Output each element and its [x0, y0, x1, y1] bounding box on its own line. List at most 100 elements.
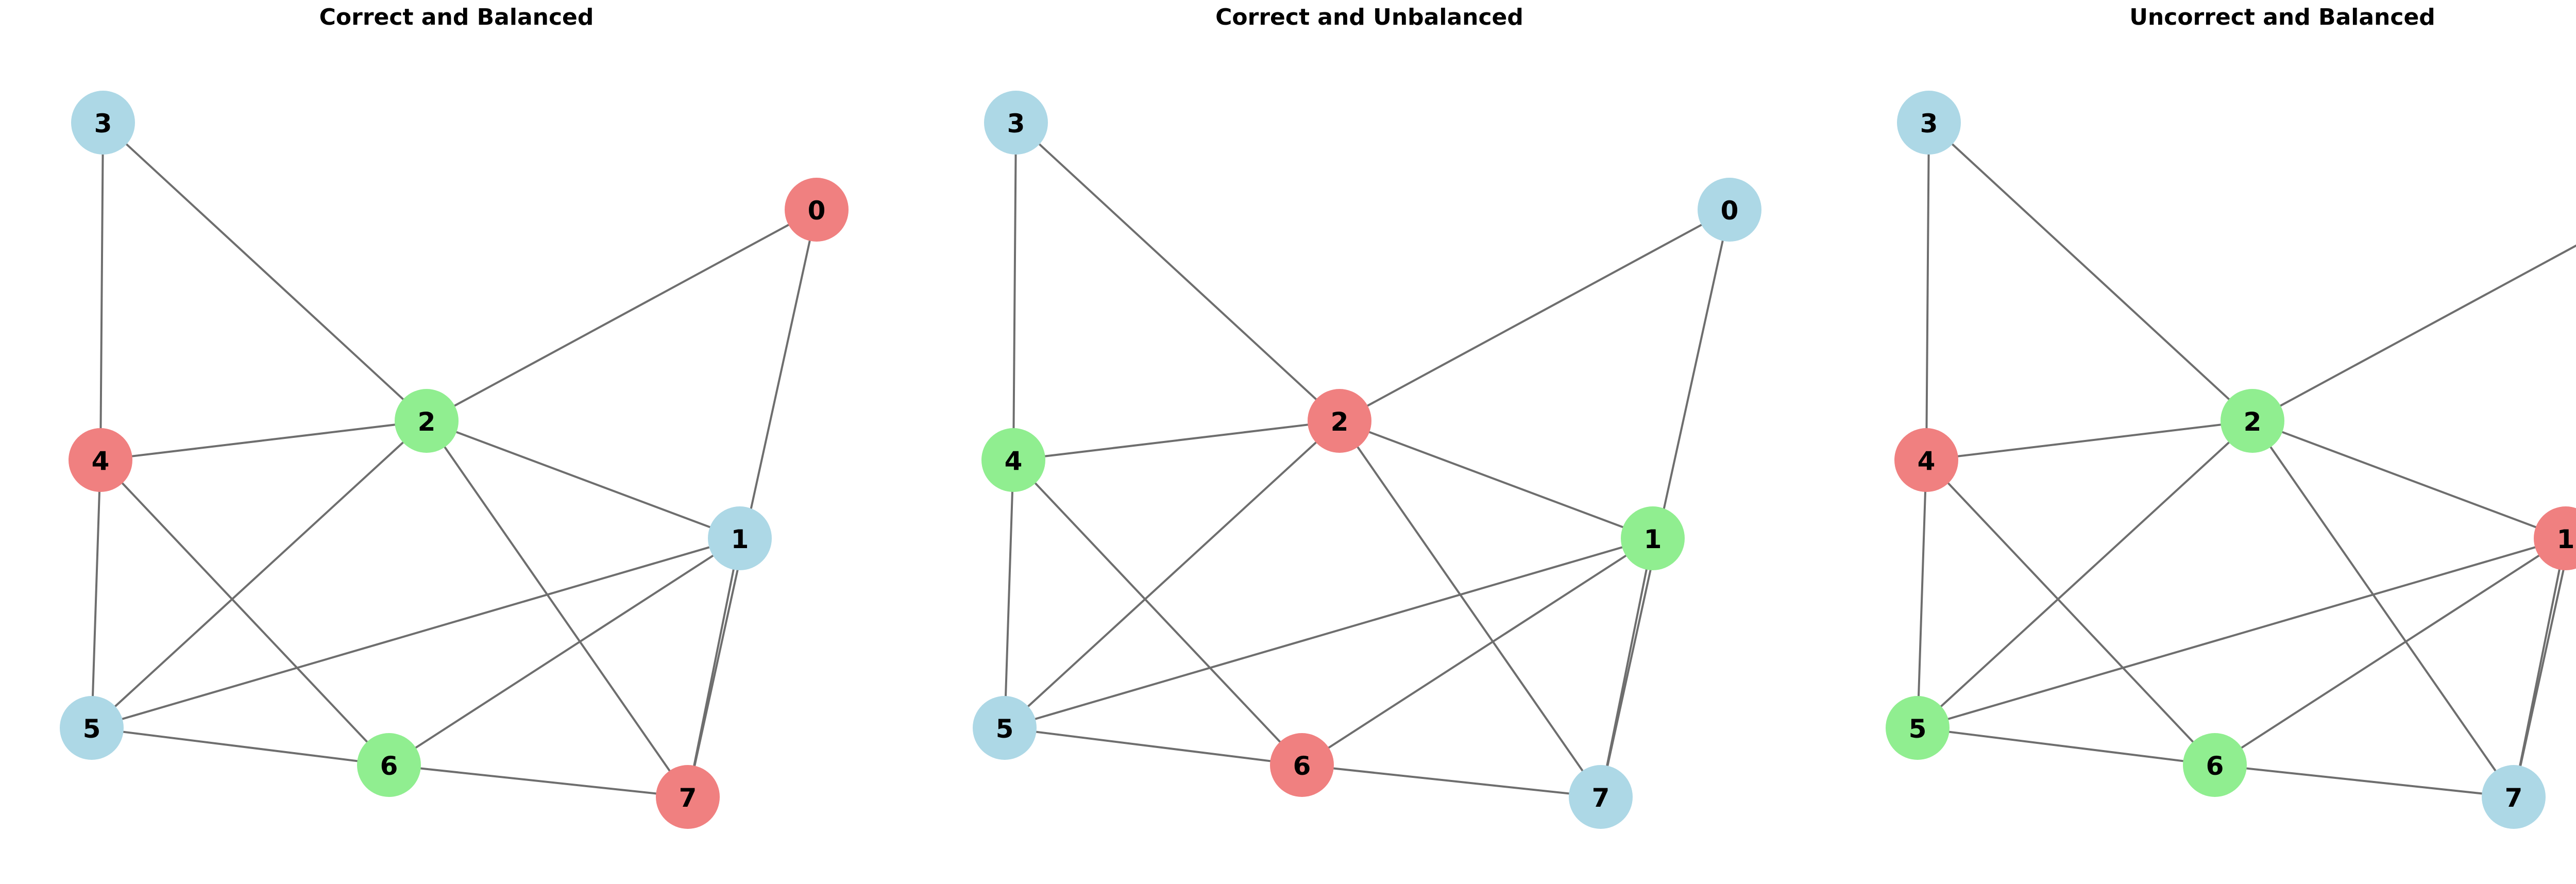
graph-edge — [1301, 764, 1602, 798]
graph-edge — [2251, 420, 2515, 798]
graph-node[interactable]: 6 — [357, 733, 421, 797]
edge-layer — [1004, 122, 1731, 798]
graph-node[interactable]: 5 — [1886, 696, 1950, 760]
graph-node[interactable]: 3 — [71, 91, 135, 155]
graph-edge — [687, 537, 741, 798]
panel-title: Correct and Unbalanced — [1215, 4, 1523, 30]
graph-edge — [1012, 459, 1303, 766]
node-circle[interactable] — [984, 91, 1048, 155]
graph-node[interactable]: 4 — [1894, 428, 1958, 492]
node-circle[interactable] — [1897, 91, 1961, 155]
panel-title: Uncorrect and Balanced — [2129, 4, 2435, 30]
graph-edge — [1600, 537, 1654, 798]
graph-node[interactable]: 4 — [981, 428, 1045, 492]
graph-edge — [91, 727, 390, 766]
graph-edge — [1004, 459, 1014, 729]
graph-node[interactable]: 7 — [2482, 765, 2546, 829]
graph-canvas: 0 1 2 3 4 5 6 7 — [973, 91, 1761, 829]
graph-edge — [426, 420, 741, 539]
node-circle[interactable] — [1569, 765, 1633, 829]
graph-edge — [2214, 537, 2567, 766]
node-circle[interactable] — [1894, 428, 1958, 492]
graph-node[interactable]: 6 — [2183, 733, 2247, 797]
graph-node[interactable]: 6 — [1270, 733, 1334, 797]
graph-edge — [1925, 122, 1930, 461]
graph-edge — [1012, 420, 1341, 461]
graph-edge — [1004, 727, 1303, 766]
panel-correct-and-balanced: Correct and Balanced 0 1 2 3 4 5 6 7 — [0, 0, 913, 884]
graph-edge — [1338, 420, 1602, 798]
node-circle[interactable] — [1308, 389, 1371, 453]
graph-node[interactable]: 1 — [1621, 506, 1685, 570]
node-circle[interactable] — [2482, 765, 2546, 829]
graph-node[interactable]: 1 — [708, 506, 772, 570]
graph-node[interactable]: 2 — [2221, 389, 2284, 453]
graph-edge — [1917, 459, 1927, 729]
node-circle[interactable] — [2183, 733, 2247, 797]
node-circle[interactable] — [1270, 733, 1334, 797]
graph-edge — [426, 209, 818, 422]
node-circle[interactable] — [60, 696, 124, 760]
graph-node[interactable]: 4 — [69, 428, 132, 492]
graph-edge — [687, 209, 818, 798]
graph-edge — [99, 420, 428, 461]
graph-edge — [1928, 122, 2253, 422]
graph-canvas: 0 1 2 3 4 5 6 7 — [60, 91, 849, 829]
node-circle[interactable] — [1621, 506, 1685, 570]
graph-edge — [1301, 537, 1654, 766]
graph-node[interactable]: 2 — [395, 389, 459, 453]
graph-node[interactable]: 0 — [785, 178, 849, 242]
node-circle[interactable] — [973, 696, 1037, 760]
graph-edge — [1917, 420, 2253, 729]
graph-node[interactable]: 0 — [1698, 178, 1761, 242]
node-circle[interactable] — [708, 506, 772, 570]
graph-node[interactable]: 3 — [1897, 91, 1961, 155]
graph-edge — [388, 537, 741, 766]
graph-edge — [1925, 459, 2216, 766]
graph-node[interactable]: 7 — [656, 765, 720, 829]
graph-edge — [99, 122, 104, 461]
panel-correct-and-unbalanced: Correct and Unbalanced 0 1 2 3 4 5 6 7 — [913, 0, 1826, 884]
graph-edge — [1917, 727, 2216, 766]
graph-node[interactable]: 7 — [1569, 765, 1633, 829]
graph-edge — [1015, 122, 1341, 422]
graph-edge — [2251, 244, 2576, 422]
graph-edge — [102, 122, 428, 422]
graph-edge — [1917, 537, 2567, 729]
node-circle[interactable] — [1886, 696, 1950, 760]
graph-edge — [2513, 537, 2567, 798]
node-circle[interactable] — [71, 91, 135, 155]
node-circle[interactable] — [395, 389, 459, 453]
graph-edge — [1925, 420, 2253, 461]
node-circle[interactable] — [785, 178, 849, 242]
graph-edge — [99, 459, 390, 766]
graph-edge — [426, 420, 689, 798]
node-circle[interactable] — [656, 765, 720, 829]
node-circle[interactable] — [981, 428, 1045, 492]
graph-node[interactable]: 5 — [973, 696, 1037, 760]
node-circle[interactable] — [69, 428, 132, 492]
graph-edge — [1338, 420, 1654, 539]
node-circle[interactable] — [357, 733, 421, 797]
graph-edge — [1338, 209, 1731, 422]
graph-edge — [2513, 507, 2576, 798]
node-circle[interactable] — [1698, 178, 1761, 242]
graph-node[interactable]: 3 — [984, 91, 1048, 155]
graph-edge — [91, 459, 101, 729]
edge-layer — [91, 122, 818, 798]
graph-node[interactable]: 2 — [1308, 389, 1371, 453]
node-circle[interactable] — [2221, 389, 2284, 453]
panel-title: Correct and Balanced — [319, 4, 594, 30]
graph-edge — [2214, 764, 2515, 798]
node-circle[interactable] — [2534, 506, 2576, 570]
graph-node[interactable]: 5 — [60, 696, 124, 760]
graph-edge — [1004, 537, 1654, 729]
graph-edge — [1004, 420, 1341, 729]
edge-layer — [1917, 122, 2576, 798]
graph-edge — [388, 764, 689, 798]
graph-node[interactable]: 1 — [2534, 506, 2576, 570]
